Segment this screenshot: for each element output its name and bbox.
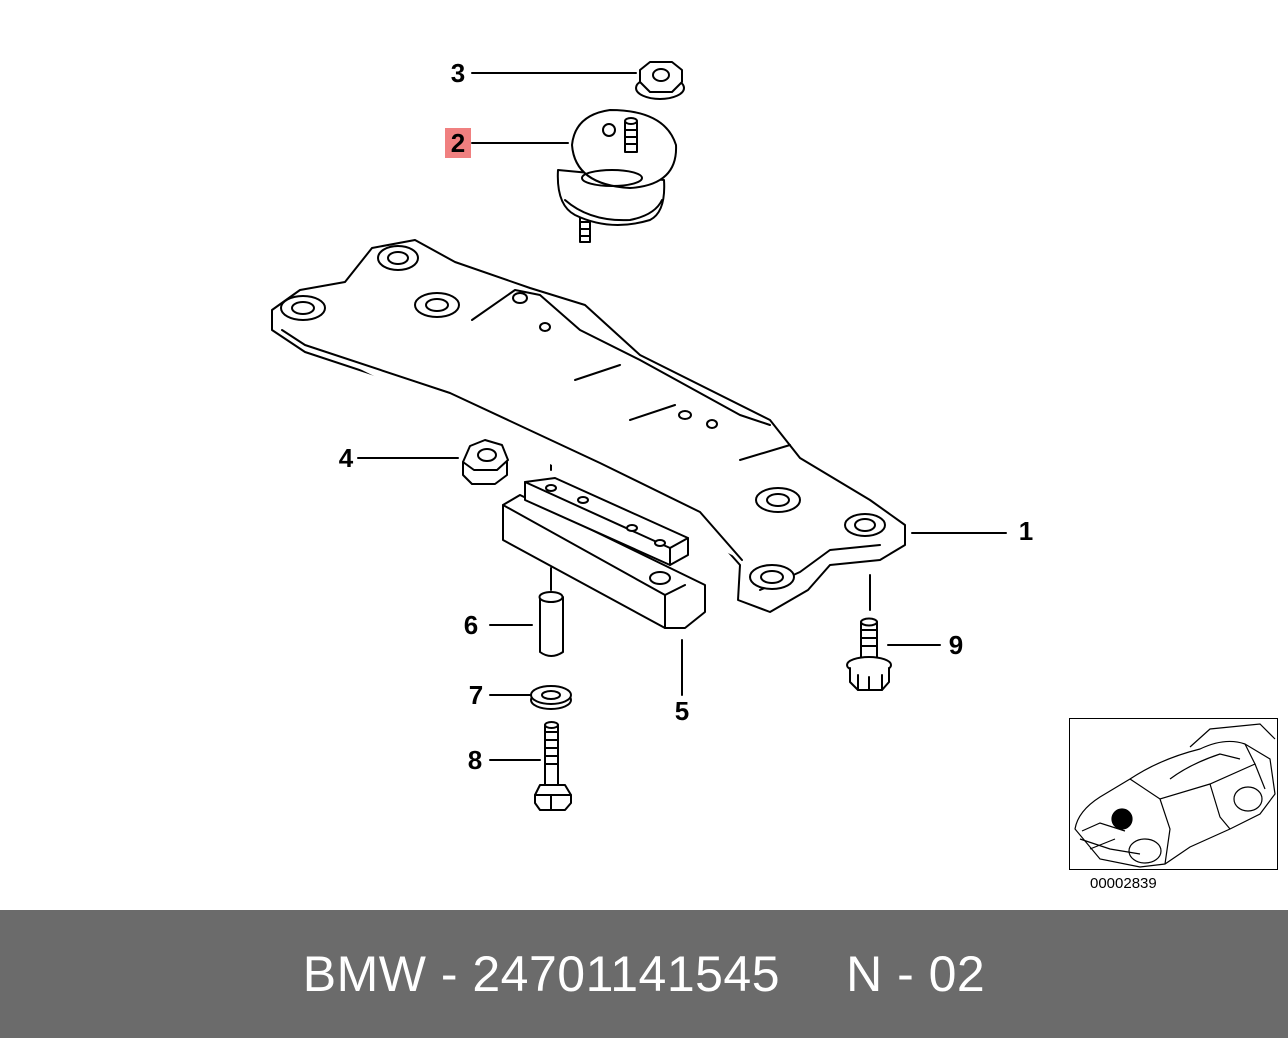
washer-part-7 — [530, 685, 572, 710]
callout-2-highlighted: 2 — [445, 128, 471, 158]
parts-diagram — [271, 61, 1007, 811]
callout-8: 8 — [467, 745, 483, 775]
bolt-part-8 — [534, 721, 572, 811]
part-number-text: BMW - 24701141545 — [302, 946, 781, 1002]
page-reference-text: N - 02 — [846, 946, 986, 1002]
bracket-part-5 — [502, 477, 706, 629]
callout-9: 9 — [948, 630, 964, 660]
sleeve-part-6 — [538, 591, 564, 657]
crossmember-part-1 — [271, 239, 906, 613]
flange-nut-part-3 — [635, 61, 685, 100]
vehicle-location-inset — [1069, 718, 1278, 870]
nut-part-4 — [462, 439, 509, 485]
callout-3: 3 — [450, 58, 466, 88]
callout-1: 1 — [1018, 516, 1034, 546]
callout-7: 7 — [468, 680, 484, 710]
callout-4: 4 — [338, 443, 354, 473]
callout-5: 5 — [674, 696, 690, 726]
image-reference-code: 00002839 — [1090, 875, 1157, 892]
bolt-part-9 — [846, 617, 892, 691]
callout-6: 6 — [463, 610, 479, 640]
footer-bar: BMW - 24701141545 N - 02 — [0, 910, 1288, 1038]
car-silhouette-icon — [1074, 723, 1276, 868]
engine-mount-part-2 — [556, 109, 678, 243]
